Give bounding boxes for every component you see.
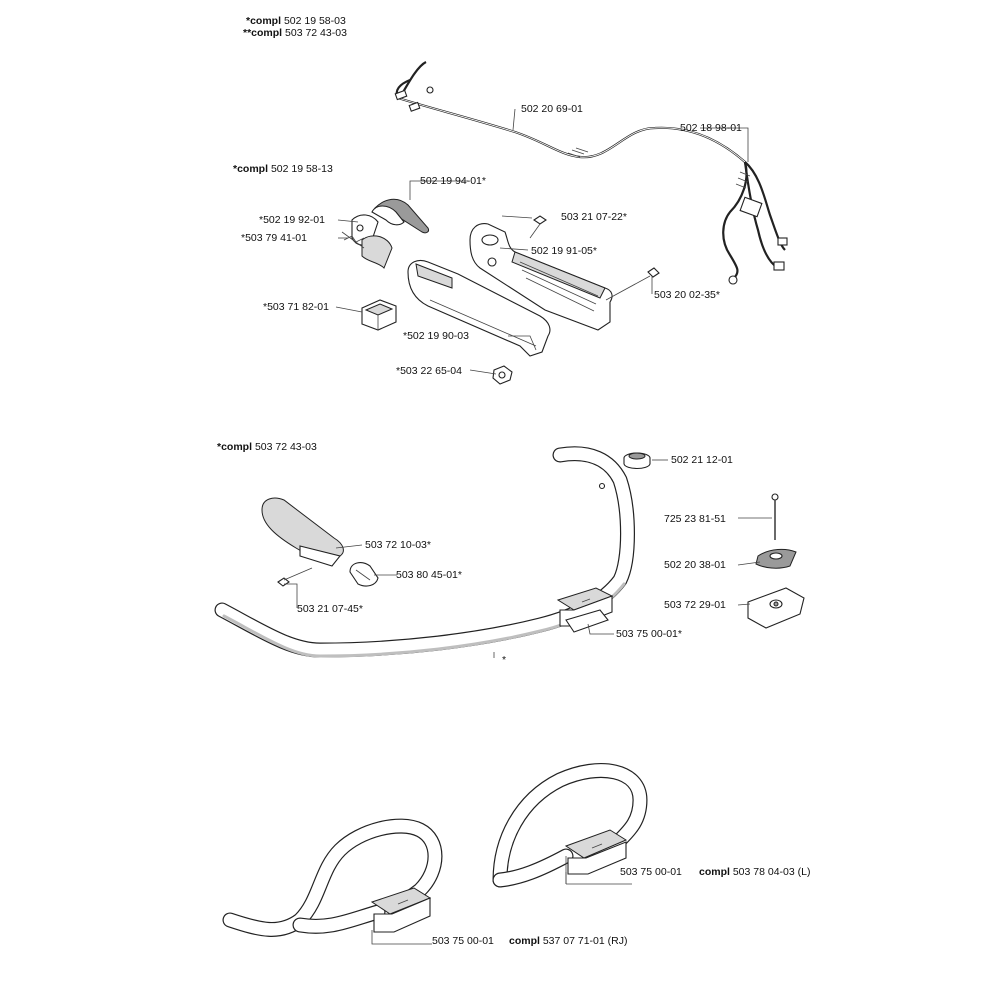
nut [492, 365, 513, 385]
label-throttle-lever: *502 19 92-01 [259, 214, 325, 226]
throttle-cable [394, 61, 746, 163]
label-throttle-trigger: 502 19 94-01* [420, 175, 486, 187]
label-assembly-L-compl: compl 503 78 04-03 (L) [699, 866, 811, 878]
label-cable-harness: 502 18 98-01 [680, 122, 742, 134]
throttle-lever [341, 214, 393, 269]
clip [349, 562, 379, 587]
label-clip: 503 80 45-01* [396, 569, 462, 581]
label-bolt: 725 23 81-51 [664, 513, 726, 525]
label-handle-half-b: *502 19 90-03 [403, 330, 469, 342]
label-nut: *503 22 65-04 [396, 365, 462, 377]
label-clamp-plate: 503 72 29-01 [664, 599, 726, 611]
bolt [771, 493, 779, 540]
handle-half-a [469, 223, 613, 331]
handle-half-b [407, 259, 551, 357]
clamp-plate [747, 587, 805, 629]
wire-harness [722, 161, 788, 285]
label-screw-top: 503 21 07-22* [561, 211, 627, 223]
section2-compl-label: *compl 503 72 43-03 [217, 441, 317, 453]
screw-top [529, 215, 547, 239]
label-knob-cap: 502 21 12-01 [671, 454, 733, 466]
compl-header-2: **compl 503 72 43-03 [243, 27, 347, 39]
loop-handle-L [492, 762, 648, 888]
label-handlebar-marker: * [502, 654, 507, 666]
screw-long [605, 267, 660, 301]
handlebar-clamp [556, 587, 614, 633]
leader-lines-2 [284, 459, 772, 658]
label-guard-grip: 503 72 10-03* [365, 539, 431, 551]
label-spring: *503 79 41-01 [241, 232, 307, 244]
leader-lines-1 [335, 108, 749, 375]
knob-cap [623, 452, 651, 470]
label-handle-half-a: 502 19 91-05* [531, 245, 597, 257]
label-handle-clamp: 503 75 00-01* [616, 628, 682, 640]
label-cable-main: 502 20 69-01 [521, 103, 583, 115]
label-assembly-L-part: 503 75 00-01 [620, 866, 682, 878]
label-wing-knob: 502 20 38-01 [664, 559, 726, 571]
loop-handle-RJ [222, 818, 443, 937]
guard-grip [261, 497, 344, 567]
label-screw-long: 503 20 02-35* [654, 289, 720, 301]
label-screw-bottom: 503 21 07-45* [297, 603, 363, 615]
label-stop-switch: *503 71 82-01 [263, 301, 329, 313]
wing-knob [755, 548, 797, 569]
leader-lines-3 [371, 856, 632, 945]
screw-bottom [277, 567, 313, 587]
label-assembly-RJ-compl: compl 537 07 71-01 (RJ) [509, 935, 628, 947]
throttle-trigger [371, 198, 429, 234]
label-assembly-RJ-part: 503 75 00-01 [432, 935, 494, 947]
compl-header-1: *compl 502 19 58-03 [246, 15, 346, 27]
section1-compl-label: *compl 502 19 58-13 [233, 163, 333, 175]
stop-switch [361, 299, 397, 331]
